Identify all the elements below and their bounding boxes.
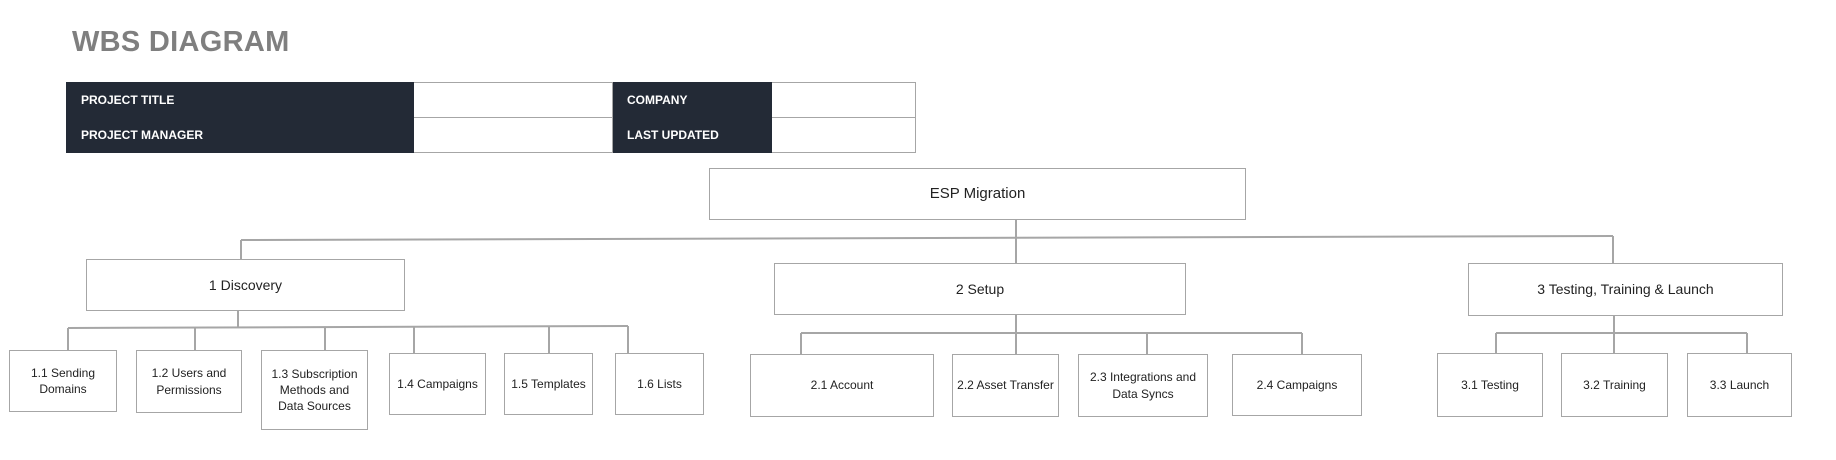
project-title-label: PROJECT TITLE [66, 82, 414, 118]
wbs-node-3-2: 3.2 Training [1561, 353, 1668, 417]
wbs-node-1-2: 1.2 Users and Permissions [136, 350, 242, 413]
connector-line [240, 235, 1614, 241]
wbs-node-2: 2 Setup [774, 263, 1186, 315]
wbs-node-1: 1 Discovery [86, 259, 405, 311]
company-label: COMPANY [612, 82, 772, 118]
wbs-node-1-5: 1.5 Templates [504, 353, 593, 415]
wbs-node-3-1: 3.1 Testing [1437, 353, 1543, 417]
wbs-node-1-3: 1.3 Subscription Methods and Data Source… [261, 350, 368, 430]
wbs-node-3-3: 3.3 Launch [1687, 353, 1792, 417]
project-manager-label: PROJECT MANAGER [66, 117, 414, 153]
wbs-node-1-4: 1.4 Campaigns [389, 353, 486, 415]
wbs-node-1-1: 1.1 Sending Domains [9, 350, 117, 412]
connector-line [67, 325, 629, 329]
last-updated-value[interactable] [771, 117, 916, 153]
project-manager-value[interactable] [413, 117, 613, 153]
wbs-root-node: ESP Migration [709, 168, 1246, 220]
wbs-node-2-3: 2.3 Integrations and Data Syncs [1078, 354, 1208, 417]
wbs-node-2-4: 2.4 Campaigns [1232, 354, 1362, 416]
wbs-node-2-2: 2.2 Asset Transfer [952, 354, 1059, 417]
wbs-node-1-6: 1.6 Lists [615, 353, 704, 415]
last-updated-label: LAST UPDATED [612, 117, 772, 153]
project-info-table: PROJECT TITLE COMPANY PROJECT MANAGER LA… [66, 82, 916, 153]
page-title: WBS DIAGRAM [72, 26, 290, 58]
wbs-node-2-1: 2.1 Account [750, 354, 934, 417]
wbs-node-3: 3 Testing, Training & Launch [1468, 263, 1783, 316]
